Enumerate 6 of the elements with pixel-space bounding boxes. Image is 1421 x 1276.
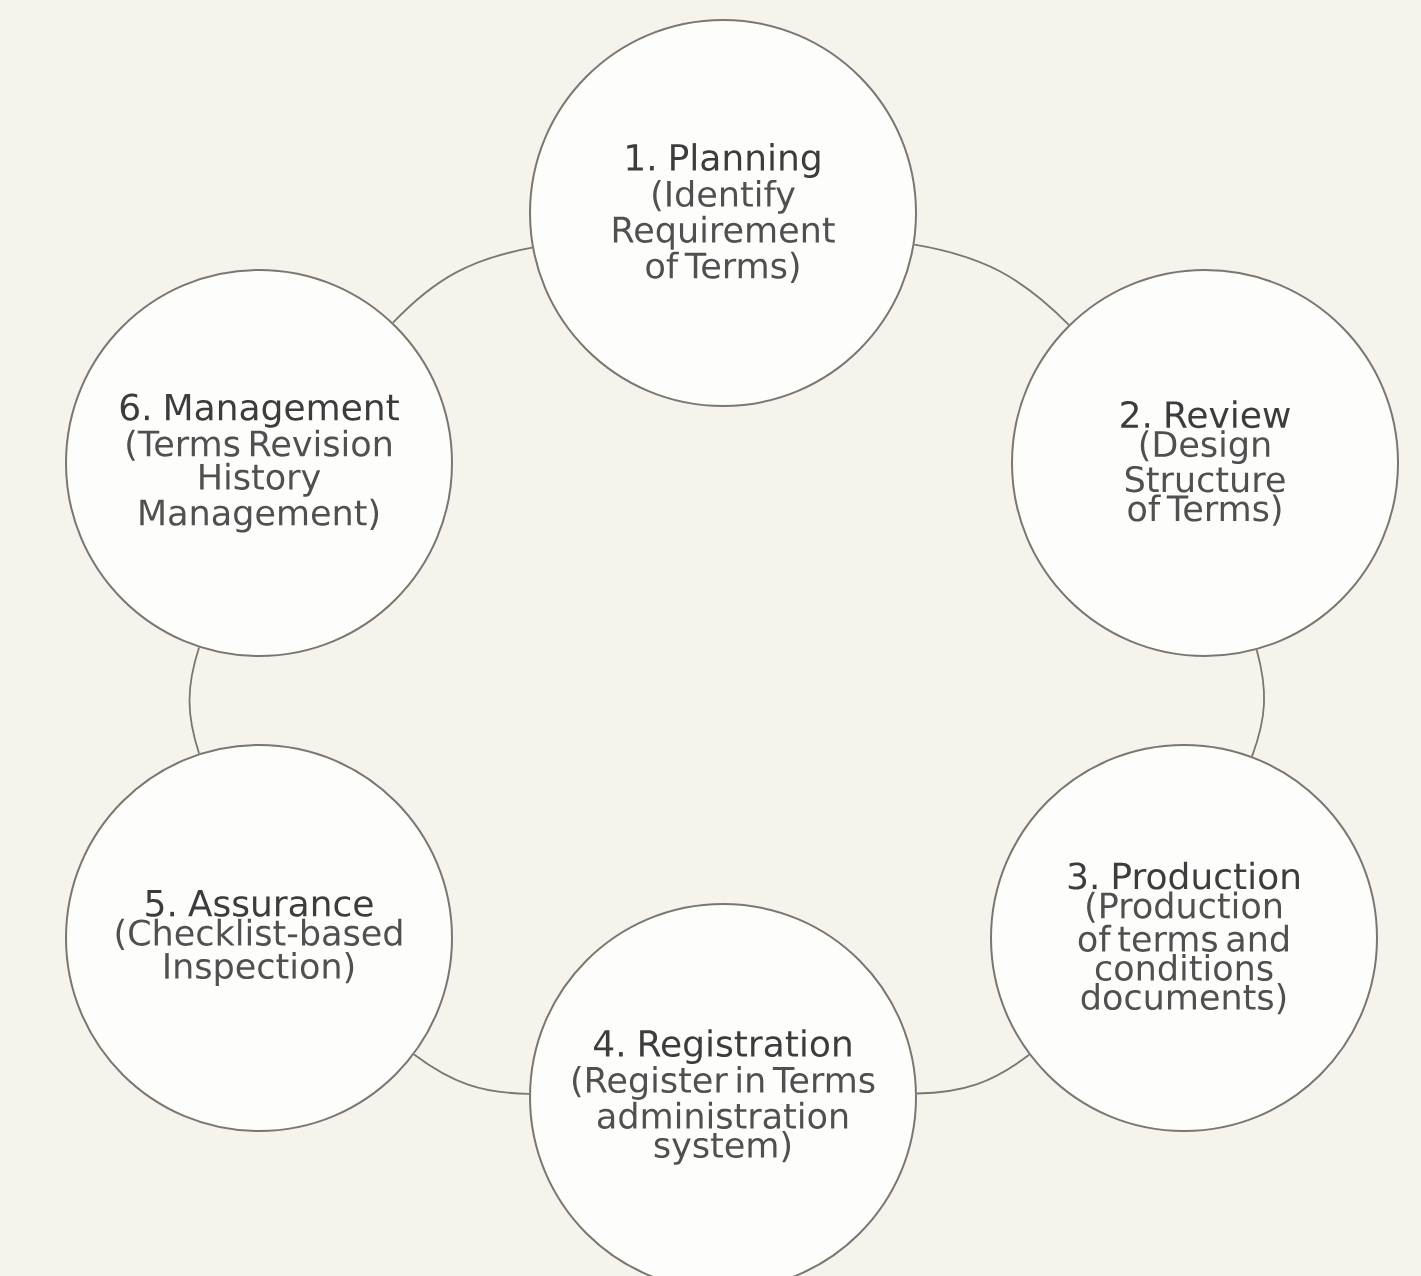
connector-arc <box>916 1053 1031 1095</box>
connector-arc <box>913 243 1070 326</box>
connector-arc <box>1251 649 1266 758</box>
connector-arc <box>392 246 534 324</box>
connector-arc <box>413 1053 530 1095</box>
connector-arc <box>188 646 200 755</box>
